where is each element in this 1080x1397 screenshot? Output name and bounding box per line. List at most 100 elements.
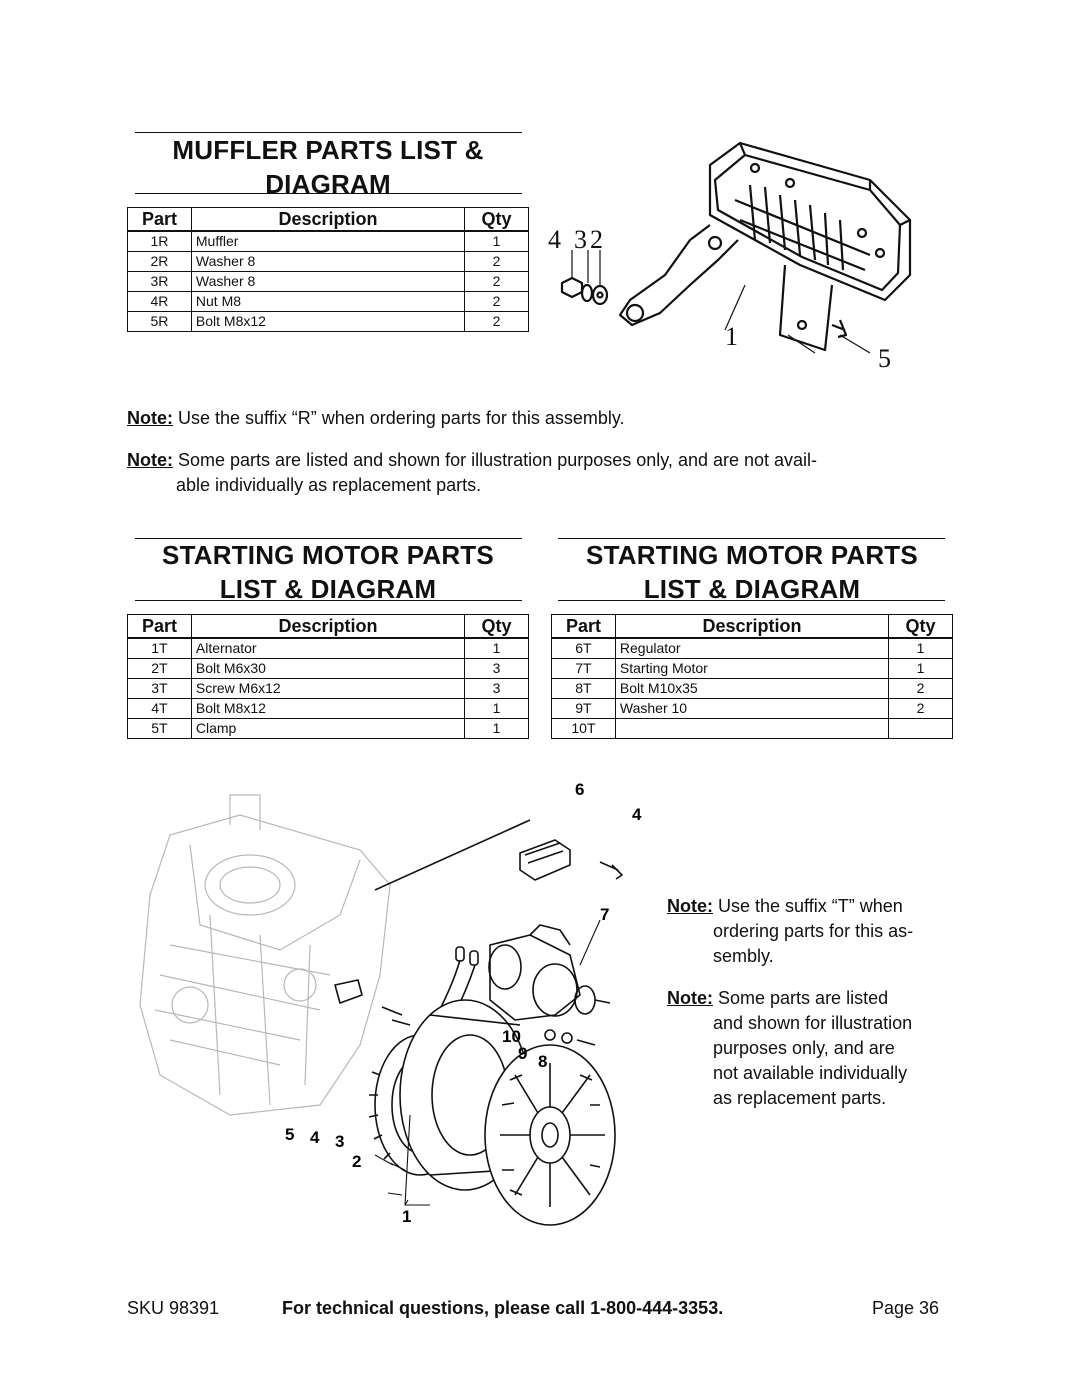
- cell-description: Bolt M8x12: [190, 698, 466, 719]
- cell-qty: 1: [464, 718, 529, 739]
- callout-4-bottom: 4: [310, 1128, 320, 1147]
- muffler-title: MUFFLER PARTS LIST & DIAGRAM: [128, 133, 528, 201]
- note-illustration: Note: Some parts are listed and shown fo…: [127, 448, 977, 498]
- callout-3: 3: [335, 1132, 344, 1151]
- table-header-row: Part Description Qty: [551, 614, 953, 639]
- cell-part: 4T: [127, 698, 192, 719]
- header-qty: Qty: [888, 614, 953, 639]
- footer-tech-support: For technical questions, please call 1-8…: [282, 1298, 724, 1318]
- footer-sku: SKU 98391: [127, 1298, 220, 1318]
- cell-description: Alternator: [190, 637, 466, 659]
- note-line: not available individually: [713, 1063, 908, 1083]
- table-header-row: Part Description Qty: [127, 614, 529, 639]
- cell-description: Washer 10: [614, 698, 890, 719]
- cell-description: Starting Motor: [614, 658, 890, 679]
- cell-part: 3R: [127, 271, 192, 292]
- callout-5: 5: [878, 344, 891, 373]
- cell-description: Regulator: [614, 637, 890, 659]
- callout-2: 2: [352, 1152, 361, 1171]
- note-line: sembly.: [713, 946, 774, 966]
- header-qty: Qty: [464, 207, 529, 232]
- muffler-title-line1: MUFFLER PARTS LIST &: [172, 135, 484, 165]
- cell-part: 9T: [551, 698, 616, 719]
- starting-right-rule-bottom: [558, 600, 945, 601]
- starting-right-title: STARTING MOTOR PARTS LIST & DIAGRAM: [552, 538, 952, 606]
- cell-part: 10T: [551, 718, 616, 739]
- cell-description: Bolt M8x12: [190, 311, 466, 332]
- cell-part: 5T: [127, 718, 192, 739]
- cell-description: [614, 718, 890, 739]
- cell-qty: 1: [464, 698, 529, 719]
- starting-motor-diagram: 6 4 7 10 9 8 5 4 3 2 1: [139, 780, 642, 1226]
- callout-4: 4: [548, 225, 561, 254]
- note-label: Note:: [127, 450, 173, 470]
- cell-description: Bolt M6x30: [190, 658, 466, 679]
- cell-qty: 2: [464, 311, 529, 332]
- table-header-row: Part Description Qty: [127, 207, 529, 232]
- note-line: Some parts are listed: [718, 988, 889, 1008]
- note-illustration-side: Note: Some parts are listed and shown fo…: [667, 986, 967, 1111]
- header-part: Part: [127, 207, 192, 232]
- cell-description: Muffler: [190, 230, 466, 252]
- cell-qty: 2: [464, 271, 529, 292]
- muffler-title-line2: DIAGRAM: [265, 169, 391, 199]
- note-label: Note:: [667, 988, 713, 1008]
- callout-1: 1: [725, 322, 738, 351]
- cell-description: Screw M6x12: [190, 678, 466, 699]
- note-suffix-r: Note: Use the suffix “R” when ordering p…: [127, 406, 967, 431]
- cell-description: Washer 8: [190, 271, 466, 292]
- header-qty: Qty: [464, 614, 529, 639]
- muffler-diagram: 4 3 2 1 5: [548, 141, 912, 373]
- starting-left-title-line1: STARTING MOTOR PARTS: [162, 540, 494, 570]
- starting-right-rule-top: [558, 538, 945, 539]
- cell-description: Nut M8: [190, 291, 466, 312]
- cell-qty: 2: [464, 251, 529, 272]
- header-part: Part: [551, 614, 616, 639]
- note-line: ordering parts for this as-: [713, 921, 914, 941]
- cell-qty: 3: [464, 678, 529, 699]
- cell-qty: [888, 718, 953, 739]
- header-part: Part: [127, 614, 192, 639]
- cell-part: 2T: [127, 658, 192, 679]
- cell-part: 5R: [127, 311, 192, 332]
- callout-2: 2: [590, 225, 603, 254]
- starting-left-rule-bottom: [135, 600, 522, 601]
- cell-part: 7T: [551, 658, 616, 679]
- callout-10: 10: [502, 1027, 521, 1046]
- note-label: Note:: [667, 896, 713, 916]
- cell-qty: 2: [888, 698, 953, 719]
- table-row: 10T: [551, 718, 953, 739]
- note-line: and shown for illustration: [713, 1013, 913, 1033]
- callout-4-top: 4: [632, 805, 642, 824]
- cell-part: 4R: [127, 291, 192, 312]
- callout-6: 6: [575, 780, 584, 799]
- note-line: Use the suffix “T” when: [718, 896, 903, 916]
- cell-qty: 1: [464, 637, 529, 659]
- cell-description: Bolt M10x35: [614, 678, 890, 699]
- header-description: Description: [190, 207, 466, 232]
- starting-left-title: STARTING MOTOR PARTS LIST & DIAGRAM: [128, 538, 528, 606]
- cell-part: 3T: [127, 678, 192, 699]
- header-description: Description: [190, 614, 466, 639]
- callout-1: 1: [402, 1207, 411, 1226]
- cell-part: 2R: [127, 251, 192, 272]
- footer-page-number: Page 36: [872, 1298, 940, 1318]
- muffler-title-rule-top: [135, 132, 522, 133]
- cell-qty: 1: [888, 658, 953, 679]
- muffler-title-rule-bottom: [135, 193, 522, 194]
- cell-description: Clamp: [190, 718, 466, 739]
